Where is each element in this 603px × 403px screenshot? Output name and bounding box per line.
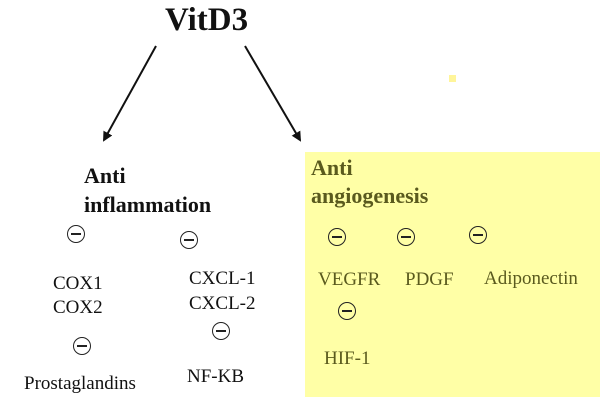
minus-circle-icon [73,337,91,355]
minus-circle-icon [180,231,198,249]
target-vegfr: VEGFR [318,269,381,290]
angiogenesis-highlight-panel [305,152,600,397]
target-cxcl1: CXCL-1 [189,268,256,289]
target-cox2: COX2 [53,297,103,318]
target-adiponectin: Adiponectin [484,268,578,289]
target-prostaglandins: Prostaglandins [24,373,136,394]
diagram-title: VitD3 [165,2,249,38]
arrow-to-anti-angiogenesis [244,45,302,142]
anti-angiogenesis-heading-line2: angiogenesis [311,183,429,208]
target-cxcl2: CXCL-2 [189,293,256,314]
minus-circle-icon [338,302,356,320]
target-pdgf: PDGF [405,269,454,290]
target-nf-kb: NF-KB [187,366,245,387]
minus-circle-icon [397,228,415,246]
anti-inflammation-heading-line1: Anti [84,163,126,188]
minus-circle-icon [469,226,487,244]
minus-circle-icon [212,322,230,340]
minus-circle-icon [67,225,85,243]
target-cox1: COX1 [53,273,103,294]
anti-angiogenesis-heading-line1: Anti [311,155,353,180]
target-hif1: HIF-1 [324,348,371,369]
decorative-dot [449,75,456,82]
anti-inflammation-heading-line2: inflammation [84,192,212,217]
arrow-to-anti-inflammation [103,45,157,142]
minus-circle-icon [328,228,346,246]
